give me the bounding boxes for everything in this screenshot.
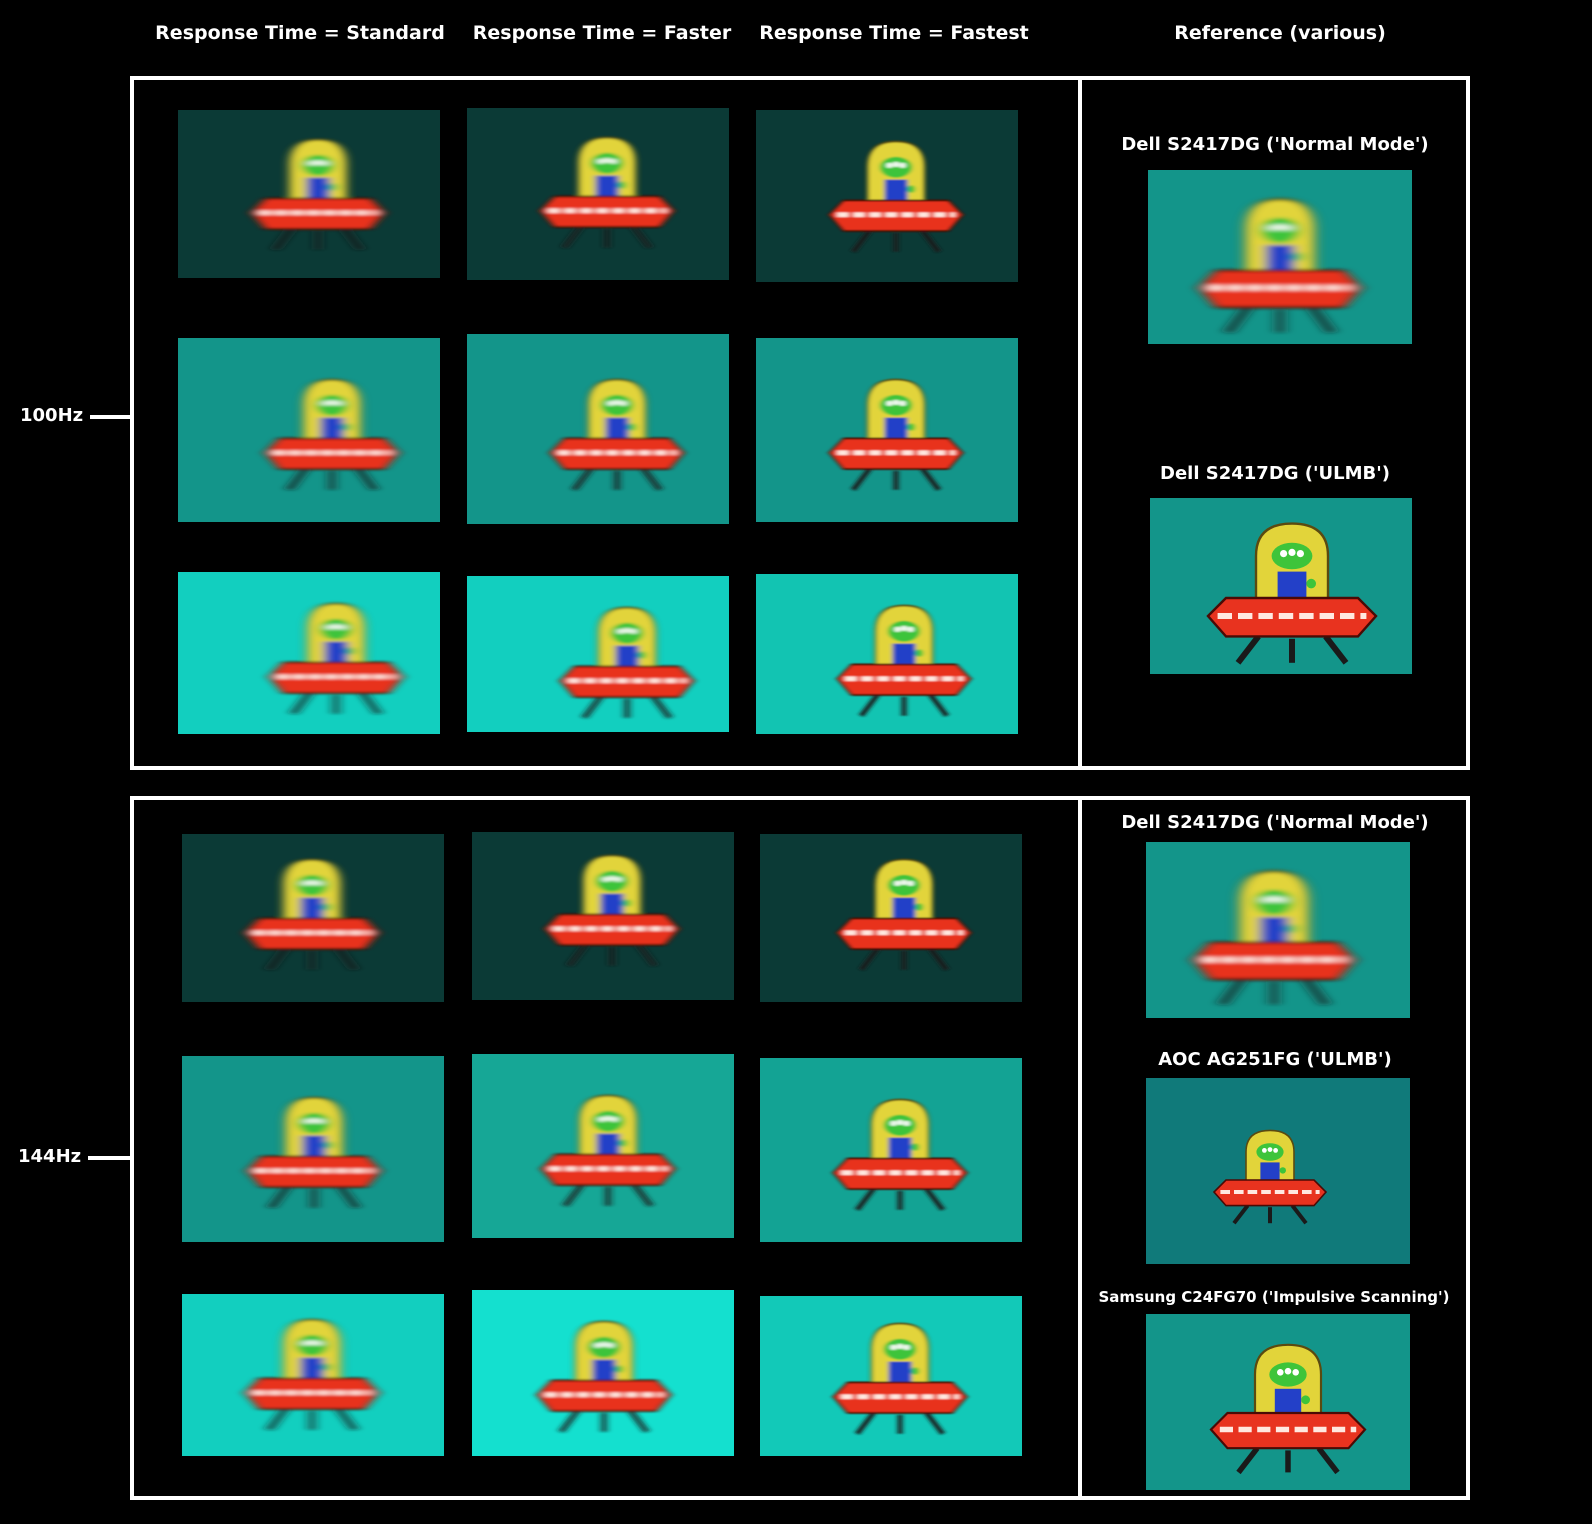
row-label-144hz-line: [88, 1156, 132, 1160]
photo-144hz-fastest-light: [760, 1296, 1022, 1456]
photo-144hz-reference-ulmb: [1146, 1078, 1410, 1264]
photo-100hz-faster-mid: [467, 334, 729, 524]
reference-caption-100hz-normal: Dell S2417DG ('Normal Mode'): [1121, 134, 1429, 155]
photo-144hz-reference-normal: [1146, 842, 1410, 1018]
reference-caption-144hz-normal: Dell S2417DG ('Normal Mode'): [1121, 812, 1429, 833]
column-header-reference: Reference (various): [1174, 22, 1386, 44]
row-label-100hz: 100Hz: [20, 405, 84, 426]
photo-100hz-standard-light: [178, 572, 440, 734]
photo-100hz-fastest-mid: [756, 338, 1018, 522]
photo-100hz-reference-ulmb: [1150, 498, 1412, 674]
photo-144hz-reference-impulsive: [1146, 1314, 1410, 1490]
column-header-standard: Response Time = Standard: [155, 22, 445, 44]
panel-100hz-divider: [1078, 76, 1082, 770]
photo-144hz-standard-light: [182, 1294, 444, 1456]
row-label-144hz: 144Hz: [18, 1146, 82, 1167]
photo-144hz-faster-dark: [472, 832, 734, 1000]
photo-144hz-standard-mid: [182, 1056, 444, 1242]
reference-caption-100hz-ulmb: Dell S2417DG ('ULMB'): [1160, 463, 1390, 484]
row-label-100hz-line: [90, 415, 132, 419]
photo-144hz-faster-light: [472, 1290, 734, 1456]
photo-144hz-standard-dark: [182, 834, 444, 1002]
photo-100hz-standard-mid: [178, 338, 440, 522]
photo-144hz-fastest-mid: [760, 1058, 1022, 1242]
panel-100hz: [130, 76, 1470, 770]
photo-100hz-faster-dark: [467, 108, 729, 280]
reference-caption-144hz-ulmb: AOC AG251FG ('ULMB'): [1158, 1049, 1392, 1070]
photo-144hz-faster-mid: [472, 1054, 734, 1238]
panel-144hz-divider: [1078, 796, 1082, 1500]
photo-100hz-reference-normal: [1148, 170, 1412, 344]
photo-100hz-fastest-light: [756, 574, 1018, 734]
reference-caption-144hz-impulsive: Samsung C24FG70 ('Impulsive Scanning'): [1098, 1288, 1450, 1306]
photo-144hz-fastest-dark: [760, 834, 1022, 1002]
photo-100hz-faster-light: [467, 576, 729, 732]
panel-144hz: [130, 796, 1470, 1500]
photo-100hz-fastest-dark: [756, 110, 1018, 282]
column-header-fastest: Response Time = Fastest: [759, 22, 1029, 44]
column-header-faster: Response Time = Faster: [472, 22, 732, 44]
photo-100hz-standard-dark: [178, 110, 440, 278]
